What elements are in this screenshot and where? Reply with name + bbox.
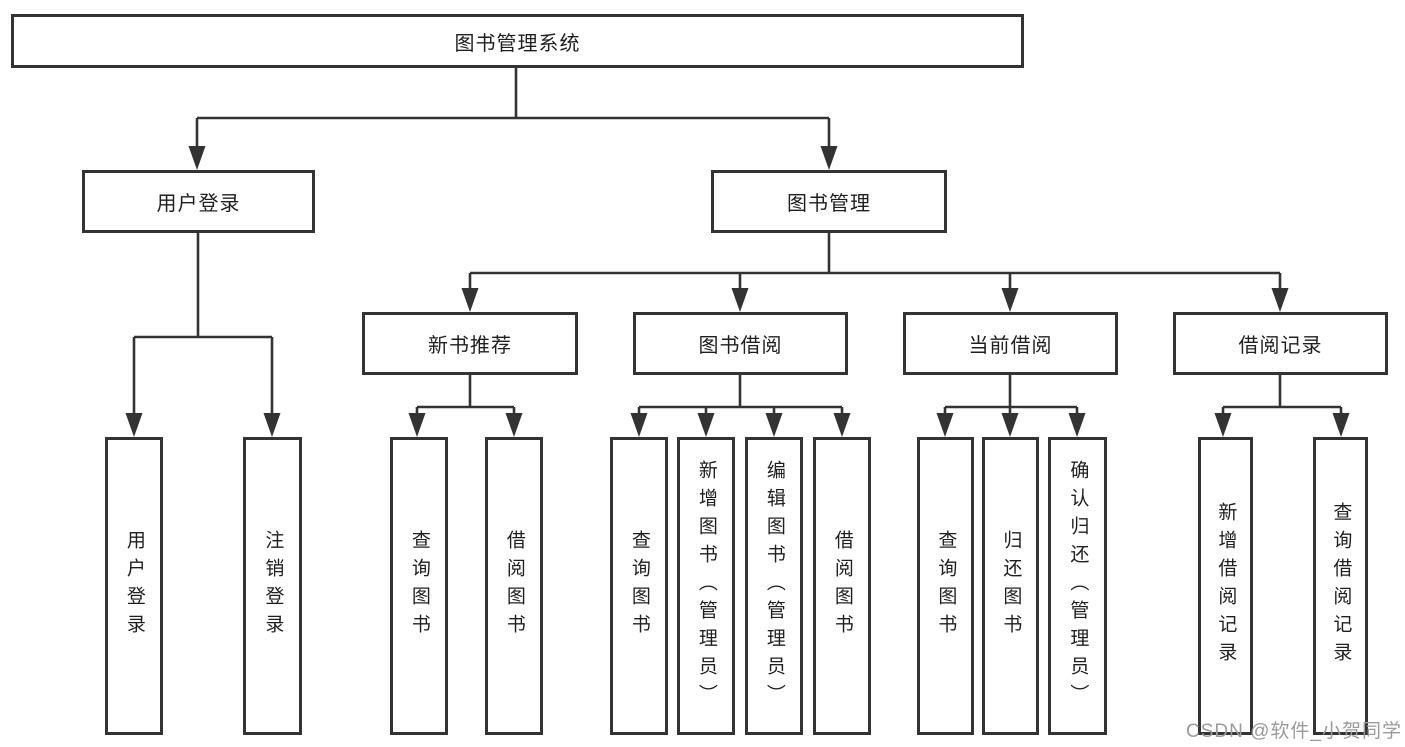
arrowheads (125, 146, 1350, 437)
leaf-edit-book-admin: 编辑图书（管理员） (745, 437, 803, 735)
node-label: 查询借阅记录 (1330, 502, 1352, 670)
node-label: 当前借阅 (968, 335, 1053, 357)
leaf-add-borrow-record: 新增借阅记录 (1198, 437, 1253, 735)
node-label: 归还图书 (1000, 530, 1022, 642)
leaf-confirm-return-admin: 确认归还（管理员） (1048, 437, 1107, 735)
csdn-watermark: CSDN @软件_小贺同学 (1186, 721, 1402, 742)
leaf-add-book-admin: 新增图书（管理员） (677, 437, 735, 735)
node-book-management: 图书管理 (711, 170, 947, 233)
node-borrowing-records: 借阅记录 (1173, 312, 1388, 375)
leaf-query-books-recommend: 查询图书 (390, 437, 448, 735)
leaf-return-books: 归还图书 (982, 437, 1039, 735)
leaf-user-login: 用户登录 (105, 437, 163, 735)
node-label: 新增借阅记录 (1215, 502, 1237, 670)
node-label: 用户登录 (123, 530, 145, 642)
node-label: 借阅图书 (831, 530, 853, 642)
node-label: 用户登录 (156, 193, 241, 215)
leaf-logout: 注销登录 (243, 437, 302, 735)
node-label: 新书推荐 (428, 335, 512, 357)
node-label: 注销登录 (262, 530, 284, 642)
node-book-borrowing: 图书借阅 (633, 312, 848, 375)
leaf-query-books-borrowing: 查询图书 (610, 437, 668, 735)
node-label: 查询图书 (408, 530, 430, 642)
node-new-book-recommend: 新书推荐 (362, 312, 578, 375)
leaf-borrow-books-borrowing: 借阅图书 (813, 437, 871, 735)
node-label: 确认归还（管理员） (1067, 460, 1089, 712)
node-current-borrowing: 当前借阅 (903, 312, 1118, 375)
node-label: 查询图书 (628, 530, 650, 642)
node-label: 图书管理 (787, 193, 871, 215)
node-library-management-system: 图书管理系统 (11, 14, 1024, 68)
node-label: 图书借阅 (698, 335, 783, 357)
node-label: 借阅记录 (1238, 335, 1323, 357)
leaf-borrow-books-recommend: 借阅图书 (485, 437, 543, 735)
node-label: 新增图书（管理员） (695, 460, 717, 712)
leaf-query-books-current: 查询图书 (917, 437, 974, 735)
node-label: 查询图书 (935, 530, 957, 642)
node-user-login: 用户登录 (82, 170, 315, 233)
node-label: 图书管理系统 (454, 32, 581, 55)
node-label: 编辑图书（管理员） (763, 460, 785, 712)
node-label: 借阅图书 (503, 530, 525, 642)
leaf-query-borrow-record: 查询借阅记录 (1313, 437, 1368, 735)
